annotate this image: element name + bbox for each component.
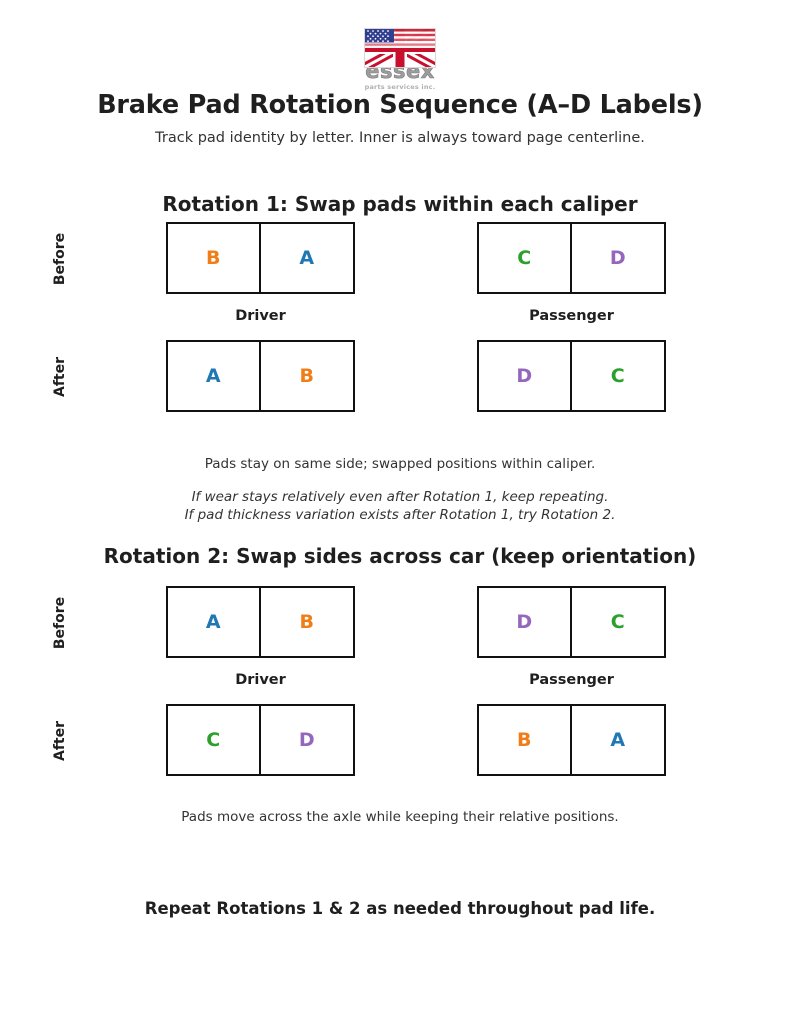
rotation1-note: Pads stay on same side; swapped position… bbox=[204, 456, 596, 472]
footer-note: Repeat Rotations 1 & 2 as needed through… bbox=[144, 899, 656, 918]
rotation2-note: Pads move across the axle while keeping … bbox=[181, 809, 619, 825]
pad-cell: B bbox=[299, 365, 314, 387]
pad-cell: C bbox=[479, 224, 572, 292]
pad-cell: B bbox=[168, 224, 261, 292]
rotation1-before-passenger-caliper: C D bbox=[477, 222, 666, 294]
rotation2-driver-label: Driver bbox=[235, 672, 286, 688]
pad-cell: A bbox=[299, 247, 315, 269]
pad-cell: C bbox=[168, 706, 261, 774]
pad-cell: B bbox=[299, 611, 314, 633]
rotation1-advice-line2: If pad thickness variation exists after … bbox=[184, 507, 616, 524]
rotation2-after-label: After bbox=[52, 720, 68, 762]
logo-tagline: parts services inc. bbox=[364, 83, 436, 91]
rotation1-after-label: After bbox=[52, 356, 68, 398]
rotation1-before-label: Before bbox=[52, 232, 68, 286]
rotation1-advice: If wear stays relatively even after Rota… bbox=[0, 488, 800, 524]
rotation1-advice-line1: If wear stays relatively even after Rota… bbox=[191, 489, 609, 505]
rotation2-before-label: Before bbox=[52, 596, 68, 650]
pad-cell: B bbox=[479, 706, 572, 774]
pad-cell: D bbox=[609, 247, 626, 269]
pad-cell: D bbox=[479, 588, 572, 656]
rotation2-before-passenger-caliper: D C bbox=[477, 586, 666, 658]
rotation1-after-driver-caliper: A B bbox=[166, 340, 355, 412]
rotation1-before-driver-caliper: B A bbox=[166, 222, 355, 294]
pad-cell: D bbox=[298, 729, 315, 751]
rotation2-after-driver-caliper: C D bbox=[166, 704, 355, 776]
page-subtitle: Track pad identity by letter. Inner is a… bbox=[155, 130, 645, 146]
pad-cell: C bbox=[610, 611, 625, 633]
brand-logo: essex parts services inc. bbox=[0, 28, 800, 91]
pad-cell: C bbox=[610, 365, 625, 387]
pad-cell: A bbox=[168, 588, 261, 656]
rotation2-passenger-label: Passenger bbox=[529, 672, 614, 688]
rotation2-after-passenger-caliper: B A bbox=[477, 704, 666, 776]
pad-cell: A bbox=[168, 342, 261, 410]
rotation1-after-passenger-caliper: D C bbox=[477, 340, 666, 412]
pad-cell: D bbox=[479, 342, 572, 410]
page-title: Brake Pad Rotation Sequence (A–D Labels) bbox=[97, 90, 703, 120]
usa-uk-hybrid-flag-icon bbox=[364, 28, 436, 68]
rotation1-passenger-label: Passenger bbox=[529, 308, 614, 324]
rotation1-title: Rotation 1: Swap pads within each calipe… bbox=[162, 192, 638, 216]
rotation1-driver-label: Driver bbox=[235, 308, 286, 324]
rotation2-title: Rotation 2: Swap sides across car (keep … bbox=[103, 544, 697, 568]
rotation2-before-driver-caliper: A B bbox=[166, 586, 355, 658]
pad-cell: A bbox=[610, 729, 626, 751]
